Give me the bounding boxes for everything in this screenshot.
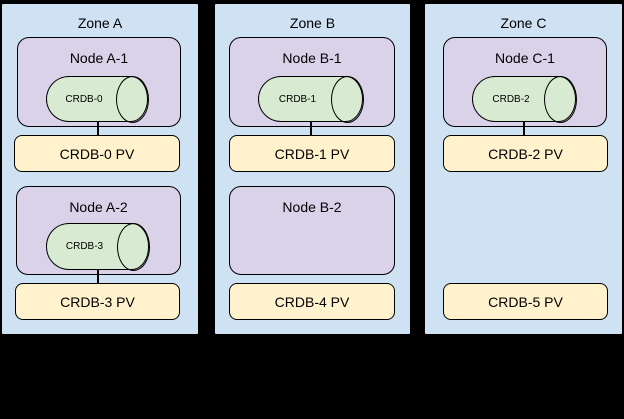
crdb-3-pod-cylinder: CRDB-3 <box>46 222 150 271</box>
zone-c-label: Zone C <box>500 15 547 31</box>
crdb-3-pv-box: CRDB-3 PV <box>15 283 180 320</box>
node-b2: Node B-2 <box>229 186 395 275</box>
crdb-5-pv-box: CRDB-5 PV <box>443 283 608 320</box>
node-a1-label: Node A-1 <box>69 50 129 66</box>
node-c1-label: Node C-1 <box>495 50 555 66</box>
crdb-2-pod-label: CRDB-2 <box>492 93 530 105</box>
connector-crdb1-pv <box>310 120 312 136</box>
crdb-1-pod-label: CRDB-1 <box>278 93 317 105</box>
zone-b-label: Zone B <box>289 15 336 31</box>
crdb-2-pod-cylinder: CRDB-2 <box>472 75 577 123</box>
crdb-0-pv-box: CRDB-0 PV <box>14 135 180 172</box>
node-b2-label: Node B-2 <box>282 199 342 215</box>
node-b1-label: Node B-1 <box>282 50 342 66</box>
crdb-0-pod-cylinder: CRDB-0 <box>46 75 149 123</box>
zone-a-label: Zone A <box>77 15 123 31</box>
cylinder-cap <box>330 75 364 123</box>
cylinder-cap <box>116 222 150 271</box>
cylinder-cap <box>115 75 149 123</box>
connector-crdb3-pv <box>97 268 99 284</box>
node-a2-label: Node A-2 <box>69 199 128 215</box>
connector-crdb0-pv <box>97 120 99 136</box>
connector-crdb2-pv <box>523 120 525 136</box>
crdb-0-pod-label: CRDB-0 <box>65 93 103 105</box>
crdb-1-pv-box: CRDB-1 PV <box>229 135 395 172</box>
cylinder-cap <box>543 75 577 123</box>
crdb-2-pv-box: CRDB-2 PV <box>443 135 608 172</box>
crdb-4-pv-box: CRDB-4 PV <box>229 283 395 320</box>
crdb-3-pod-label: CRDB-3 <box>65 241 104 252</box>
crdb-1-pod-cylinder: CRDB-1 <box>258 75 364 123</box>
